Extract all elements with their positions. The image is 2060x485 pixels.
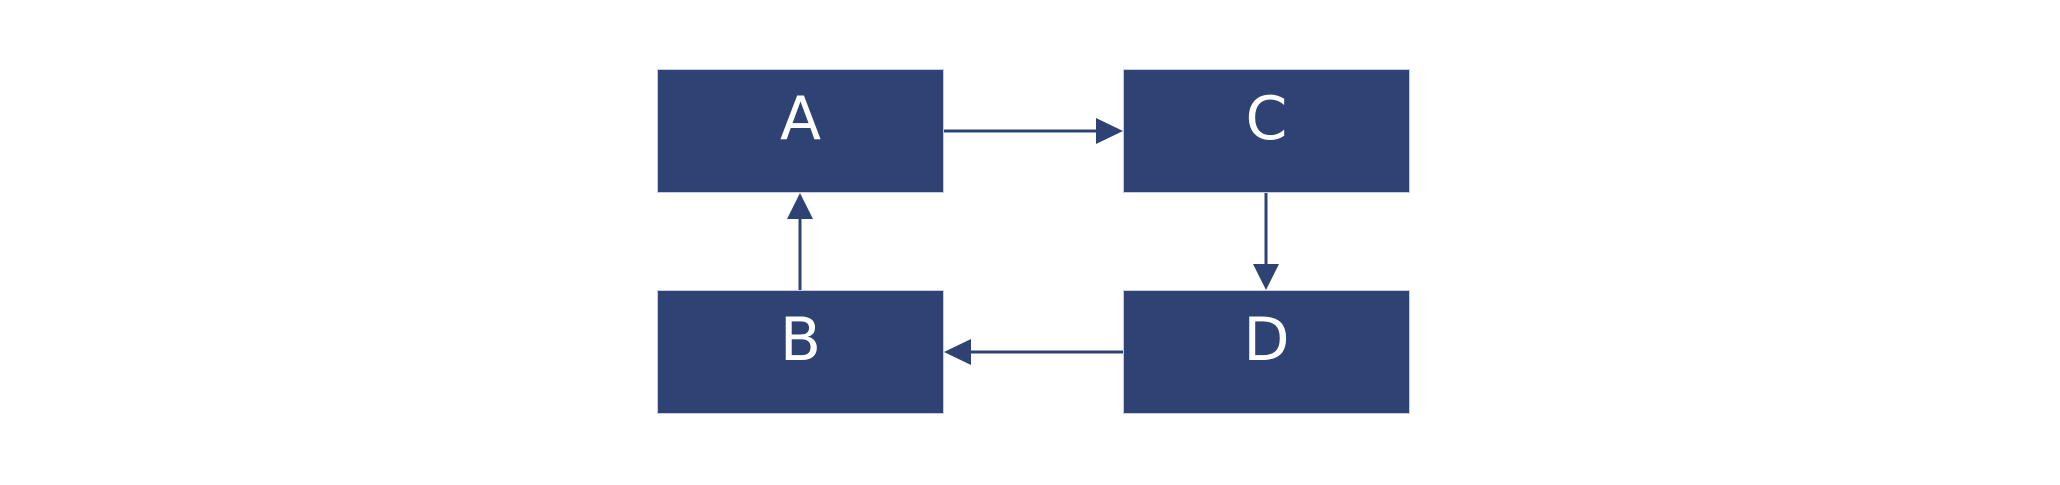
edge-a-to-c-arrowhead-icon	[1096, 118, 1123, 144]
node-b: B	[657, 290, 944, 414]
node-d: D	[1123, 290, 1410, 414]
edge-d-to-b-arrowhead-icon	[944, 339, 971, 365]
node-d-label: D	[1243, 305, 1290, 375]
edge-d-to-b	[944, 339, 1123, 365]
node-a: A	[657, 69, 944, 193]
node-b-label: B	[779, 305, 822, 375]
edge-c-to-d	[1253, 193, 1279, 290]
edge-b-to-a	[787, 193, 813, 290]
edge-a-to-c	[944, 118, 1123, 144]
edge-b-to-a-arrowhead-icon	[787, 193, 813, 219]
edge-c-to-d-arrowhead-icon	[1253, 264, 1279, 290]
node-a-label: A	[779, 84, 822, 154]
node-c: C	[1123, 69, 1410, 193]
node-c-label: C	[1245, 84, 1288, 154]
